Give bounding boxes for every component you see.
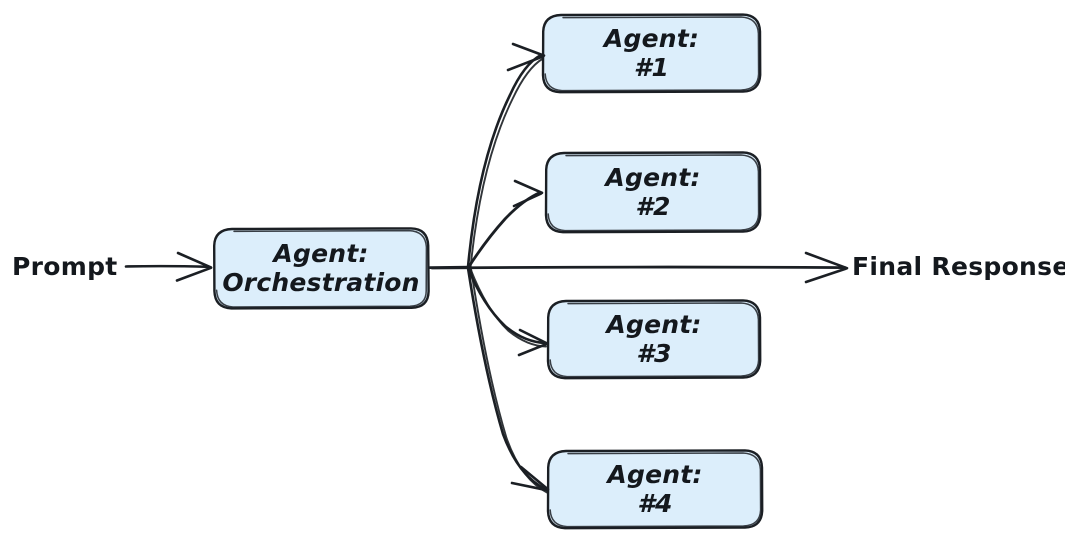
node-agent4-shape-overstroke <box>549 452 762 528</box>
node-agent2-shape <box>544 151 762 234</box>
edge-orchestration-to-agent4 <box>466 266 550 494</box>
node-agent1[interactable] <box>541 13 762 94</box>
node-agent3-shape <box>546 299 762 380</box>
edge-orchestration-to-agent1 <box>466 42 546 269</box>
node-orchestration[interactable] <box>213 227 430 310</box>
node-agent2-shape-overstroke <box>547 154 760 232</box>
node-agent4[interactable] <box>546 449 764 530</box>
node-agent1-shape-overstroke <box>544 16 760 92</box>
edge-orchestration-to-final-response <box>430 251 849 284</box>
node-agent3-shape-overstroke <box>549 302 760 378</box>
node-agent2[interactable] <box>544 151 762 234</box>
node-agent1-shape <box>541 13 762 94</box>
node-orchestration-shape-overstroke <box>215 229 428 308</box>
edge-prompt-to-orchestration <box>124 251 213 282</box>
node-agent3[interactable] <box>546 299 762 380</box>
edge-orchestration-to-agent3 <box>466 266 549 357</box>
final-response-label: Final Response <box>852 252 1065 281</box>
prompt-label: Prompt <box>12 252 118 281</box>
edge-orchestration-to-agent2 <box>466 179 544 270</box>
node-orchestration-shape <box>213 227 430 310</box>
node-agent4-shape <box>546 449 764 530</box>
